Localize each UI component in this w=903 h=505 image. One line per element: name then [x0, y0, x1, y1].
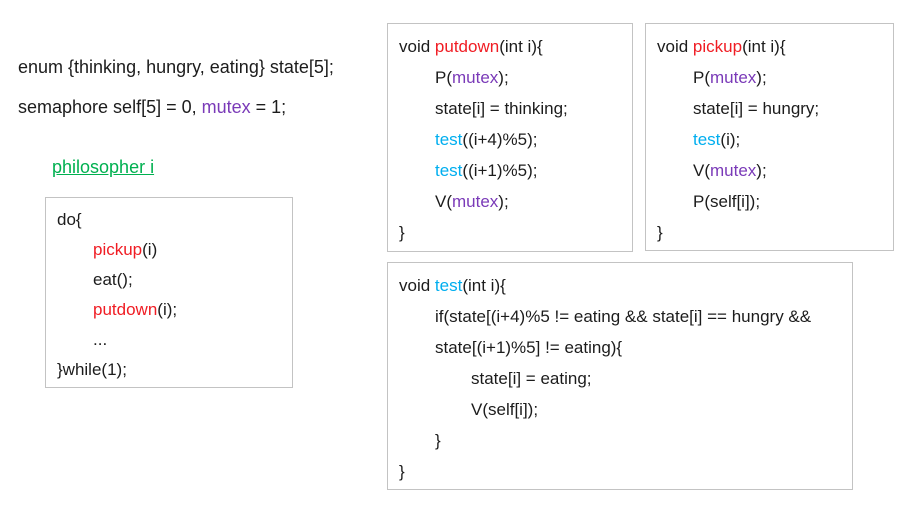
- code-segment: );: [498, 192, 509, 211]
- code-segment: V(: [435, 192, 452, 211]
- code-line: }: [399, 217, 621, 248]
- code-line: void test(int i){: [399, 270, 841, 301]
- code-line: P(self[i]);: [657, 186, 882, 217]
- code-segment: state[i] = thinking;: [435, 99, 568, 118]
- code-segment: (i): [142, 240, 158, 259]
- code-line: }: [399, 425, 841, 456]
- code-segment: (i);: [720, 130, 741, 149]
- code-segment: pickup: [93, 240, 143, 259]
- semaphore-declaration-line: semaphore self[5] = 0, mutex = 1;: [18, 92, 286, 123]
- code-segment: );: [756, 161, 767, 180]
- code-line: test(i);: [657, 124, 882, 155]
- code-segment: pickup: [692, 37, 743, 56]
- code-line: state[i] = eating;: [399, 363, 841, 394]
- code-line: P(mutex);: [657, 62, 882, 93]
- code-segment: }: [435, 431, 441, 450]
- code-segment: }: [399, 462, 405, 481]
- code-segment: }while(1);: [57, 360, 127, 379]
- code-segment: (int i){: [742, 37, 786, 56]
- philosopher-loop-box: do{ pickup(i) eat(); putdown(i);... }while(1…: [45, 197, 293, 388]
- code-line: test((i+1)%5);: [399, 155, 621, 186]
- code-segment: test: [434, 276, 463, 295]
- code-line: V(mutex);: [399, 186, 621, 217]
- code-segment: mutex: [710, 68, 757, 87]
- code-segment: mutex: [452, 192, 499, 211]
- code-segment: V(self[i]);: [471, 400, 539, 419]
- code-segment: ((i+4)%5);: [462, 130, 538, 149]
- code-segment: enum {thinking, hungry, eating} state[5]…: [18, 57, 334, 77]
- code-line: semaphore self[5] = 0, mutex = 1;: [18, 92, 286, 123]
- code-line: void pickup(int i){: [657, 31, 882, 62]
- code-segment: ((i+1)%5);: [462, 161, 538, 180]
- code-line: }while(1);: [57, 355, 281, 385]
- code-segment: void: [399, 37, 435, 56]
- code-line: test((i+4)%5);: [399, 124, 621, 155]
- code-segment: (i);: [157, 300, 178, 319]
- code-line: enum {thinking, hungry, eating} state[5]…: [18, 52, 334, 83]
- code-line: V(self[i]);: [399, 394, 841, 425]
- code-segment: void: [399, 276, 435, 295]
- philosopher-heading: philosopher i: [52, 157, 155, 177]
- test-function-box: void test(int i){ if(state[(i+4)%5 != eat…: [387, 262, 853, 490]
- code-line: state[(i+1)%5] != eating){: [399, 332, 841, 363]
- code-segment: test: [693, 130, 721, 149]
- code-segment: mutex: [201, 97, 251, 117]
- code-segment: }: [399, 223, 405, 242]
- code-line: pickup(i): [57, 235, 281, 265]
- code-segment: void: [657, 37, 693, 56]
- code-segment: P(self[i]);: [693, 192, 761, 211]
- code-segment: putdown: [93, 300, 158, 319]
- code-line: do{: [57, 205, 281, 235]
- code-segment: putdown: [434, 37, 500, 56]
- code-segment: state[i] = eating;: [471, 369, 592, 388]
- code-segment: (int i){: [499, 37, 543, 56]
- code-segment: do{: [57, 210, 82, 229]
- pickup-function-box: void pickup(int i){P(mutex);state[i] = h…: [645, 23, 894, 251]
- code-segment: );: [756, 68, 767, 87]
- code-line: }: [399, 456, 841, 487]
- code-segment: }: [657, 223, 663, 242]
- code-segment: P(: [435, 68, 452, 87]
- code-segment: = 1;: [250, 97, 287, 117]
- code-segment: ...: [93, 330, 108, 349]
- code-line: putdown(i);: [57, 295, 281, 325]
- code-line: }: [657, 217, 882, 248]
- code-segment: if(state[(i+4)%5 != eating && state[i] =…: [435, 307, 812, 326]
- code-segment: P(: [693, 68, 710, 87]
- putdown-function-box: void putdown(int i){P(mutex);state[i] = …: [387, 23, 633, 252]
- code-line: ...: [57, 325, 281, 355]
- code-segment: test: [435, 130, 463, 149]
- code-segment: test: [435, 161, 463, 180]
- code-segment: mutex: [452, 68, 499, 87]
- code-segment: semaphore self[5] = 0,: [18, 97, 202, 117]
- code-segment: V(: [693, 161, 710, 180]
- code-line: if(state[(i+4)%5 != eating && state[i] =…: [399, 301, 841, 332]
- code-line: state[i] = thinking;: [399, 93, 621, 124]
- code-segment: eat();: [93, 270, 133, 289]
- code-segment: mutex: [710, 161, 757, 180]
- code-line: V(mutex);: [657, 155, 882, 186]
- enum-declaration-line: enum {thinking, hungry, eating} state[5]…: [18, 52, 334, 83]
- code-line: state[i] = hungry;: [657, 93, 882, 124]
- code-segment: state[i] = hungry;: [693, 99, 820, 118]
- code-line: void putdown(int i){: [399, 31, 621, 62]
- code-segment: state[(i+1)%5] != eating){: [435, 338, 623, 357]
- code-segment: );: [498, 68, 509, 87]
- code-line: eat();: [57, 265, 281, 295]
- code-line: P(mutex);: [399, 62, 621, 93]
- code-segment: (int i){: [462, 276, 506, 295]
